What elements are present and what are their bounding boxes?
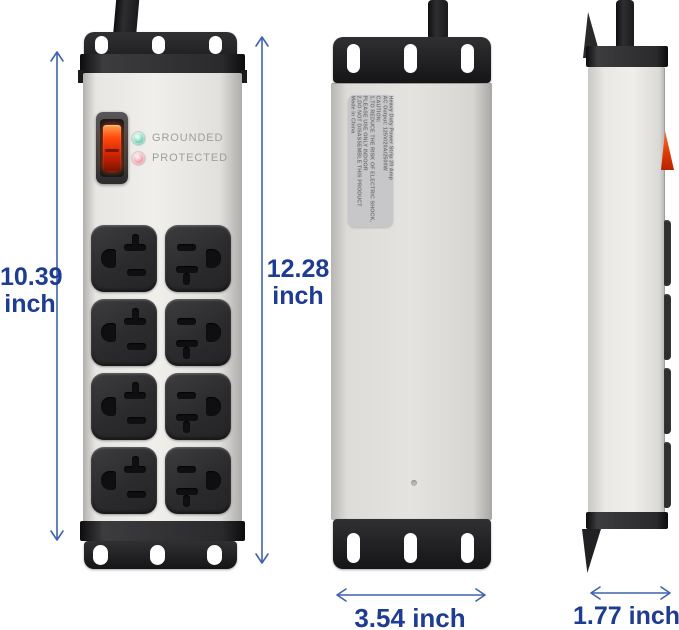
mounting-bracket-top — [333, 37, 491, 83]
outlet-slot — [177, 244, 196, 251]
outlet-slot — [183, 495, 190, 507]
outlet-slot — [206, 471, 221, 490]
front-view: GROUNDED PROTECTED — [78, 0, 248, 578]
side-view — [580, 0, 679, 580]
outlet-slot — [176, 340, 198, 347]
dimension-value: 3.54 — [354, 603, 405, 630]
dimension-total-length: 12.28 inch — [266, 256, 330, 310]
outlet-edge — [664, 294, 671, 360]
top-end-cap — [80, 54, 245, 75]
outlet-slot — [101, 249, 116, 268]
outlet-slot — [177, 466, 196, 473]
mounting-bracket-bottom — [582, 529, 601, 573]
outlet-edge — [664, 368, 671, 434]
outlet — [165, 447, 231, 514]
outlet-slot — [132, 456, 139, 469]
screw-hole — [411, 480, 417, 486]
outlet-slot — [183, 273, 190, 285]
outlet-slot — [176, 414, 198, 421]
mounting-hole — [404, 533, 417, 563]
dimension-value: 10.39 — [0, 263, 63, 291]
outlet-slot — [127, 269, 146, 276]
outlet-slot — [101, 471, 116, 490]
protected-label: PROTECTED — [152, 152, 228, 164]
dimension-strip-length: 10.39 inch — [0, 263, 63, 318]
side-body — [588, 67, 665, 513]
outlet-slot — [206, 397, 221, 416]
outlet — [91, 447, 157, 514]
mounting-hole — [404, 44, 417, 73]
mounting-bracket-bottom — [84, 541, 237, 569]
mounting-hole — [93, 545, 108, 565]
top-end-cap — [586, 46, 668, 67]
outlet-slot — [124, 244, 146, 251]
dimension-unit: inch — [272, 282, 324, 310]
outlet-slot — [127, 417, 146, 424]
outlet — [91, 299, 157, 366]
bottom-end-cap — [586, 512, 668, 529]
outlet-slot — [183, 347, 190, 359]
mounting-hole — [461, 533, 474, 563]
specification-label: Heavy Duty Power Strip 20 Amp AC Output:… — [348, 95, 393, 227]
mounting-hole — [152, 36, 165, 54]
outlet-edge — [664, 442, 671, 508]
dimension-unit: inch — [412, 603, 466, 630]
outlet-slot — [132, 234, 139, 247]
outlet-slot — [206, 323, 221, 342]
outlet — [165, 299, 231, 366]
dimension-unit: inch — [628, 602, 679, 630]
outlet-slot — [206, 249, 221, 268]
outlet-slot — [127, 343, 146, 350]
mounting-hole — [347, 44, 360, 73]
outlet — [165, 225, 231, 292]
power-switch — [96, 112, 128, 184]
dimension-unit: inch — [4, 290, 56, 318]
mounting-hole — [209, 36, 222, 54]
mounting-hole — [95, 36, 108, 54]
outlet-edge — [664, 220, 671, 286]
outlet-slot — [177, 318, 196, 325]
dimension-value: 12.28 — [266, 255, 330, 283]
grounded-label: GROUNDED — [152, 132, 224, 144]
power-cord — [616, 0, 634, 57]
outlet-slot — [132, 382, 139, 395]
dimension-depth: 1.77 inch — [573, 602, 679, 630]
outlet-slot — [124, 466, 146, 473]
outlet-slot — [132, 308, 139, 321]
switch-rocker — [103, 125, 121, 171]
grounded-led-icon — [132, 132, 145, 145]
mounting-hole — [347, 533, 360, 563]
outlet-slot — [101, 323, 116, 342]
protected-led-icon — [132, 152, 145, 165]
outlet-slot — [124, 392, 146, 399]
outlet — [165, 373, 231, 440]
mounting-hole — [150, 545, 165, 565]
bottom-end-cap — [80, 521, 245, 541]
specification-label-text: Heavy Duty Power Strip 20 Amp AC Output:… — [348, 95, 393, 222]
mounting-hole — [207, 545, 222, 565]
mounting-bracket-bottom — [333, 519, 491, 569]
outlet-slot — [176, 266, 198, 273]
dimension-value: 1.77 — [573, 602, 622, 630]
outlet-slot — [183, 421, 190, 433]
outlet-slot — [176, 488, 198, 495]
outlet-slot — [124, 318, 146, 325]
outlet-slot — [101, 397, 116, 416]
outlet-slot — [127, 491, 146, 498]
outlet-slot — [177, 392, 196, 399]
outlet — [91, 225, 157, 292]
end-cap-tab — [78, 70, 84, 83]
switch-window — [100, 119, 124, 177]
dimension-width: 3.54 inch — [330, 604, 490, 630]
mounting-hole — [461, 44, 474, 73]
end-cap-tab — [241, 70, 247, 83]
back-view: Heavy Duty Power Strip 20 Amp AC Output:… — [325, 0, 500, 578]
power-cord — [428, 0, 448, 40]
outlet — [91, 373, 157, 440]
